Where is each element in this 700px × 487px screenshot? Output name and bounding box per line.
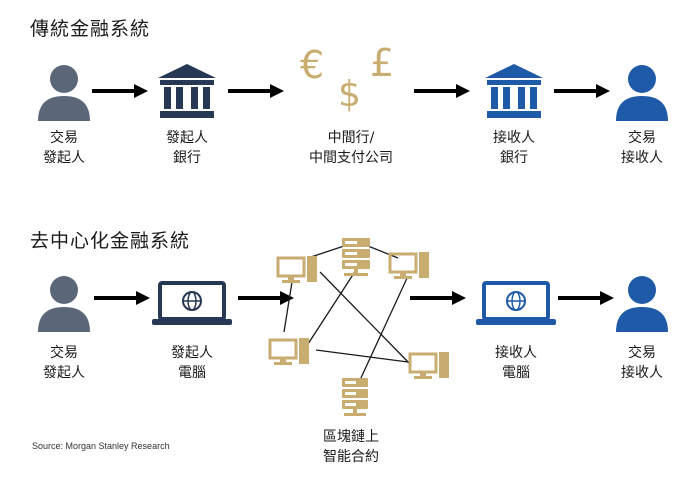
- person-icon: [38, 276, 90, 332]
- decentralized-sender-label: 交易發起人: [43, 345, 85, 381]
- arrow-icon: [238, 291, 294, 305]
- desktop-computer-icon: [276, 256, 317, 283]
- svg-text:£: £: [370, 41, 394, 85]
- bank-icon: [158, 64, 216, 118]
- decentralized-title: 去中心化金融系統: [30, 230, 191, 252]
- arrow-icon: [94, 291, 150, 305]
- bank-icon: [485, 64, 543, 118]
- arrow-icon: [554, 84, 610, 98]
- person-icon: [616, 276, 668, 332]
- arrow-icon: [414, 84, 470, 98]
- traditional-sender-label: 交易發起人: [43, 130, 85, 166]
- arrow-icon: [92, 84, 148, 98]
- arrow-icon: [558, 291, 614, 305]
- laptop-globe-icon: [152, 281, 232, 325]
- desktop-computer-icon: [408, 352, 449, 379]
- source-note: Source: Morgan Stanley Research: [32, 441, 170, 451]
- arrow-icon: [410, 291, 466, 305]
- traditional-sender-bank-label: 發起人銀行: [166, 130, 208, 166]
- traditional-receiver-label: 交易接收人: [621, 130, 663, 166]
- traditional-title: 傳統金融系統: [30, 18, 151, 40]
- node-network-icon: [268, 238, 449, 416]
- decentralized-receiver-computer-label: 接收人電腦: [495, 345, 537, 381]
- laptop-globe-icon: [476, 281, 556, 325]
- person-icon: [616, 65, 668, 121]
- desktop-computer-icon: [268, 338, 309, 365]
- desktop-computer-icon: [388, 252, 429, 279]
- traditional-intermediary-label: 中間行/中間支付公司: [309, 130, 393, 166]
- currency-symbols-icon: € $ £: [300, 41, 394, 115]
- arrow-icon: [228, 84, 284, 98]
- svg-text:€: €: [300, 43, 324, 87]
- network-label: 區塊鏈上智能合約: [323, 429, 379, 465]
- traditional-receiver-bank-label: 接收人銀行: [493, 130, 535, 166]
- svg-text:$: $: [338, 74, 361, 115]
- decentralized-sender-computer-label: 發起人電腦: [171, 345, 213, 381]
- person-icon: [38, 65, 90, 121]
- decentralized-receiver-label: 交易接收人: [621, 345, 663, 381]
